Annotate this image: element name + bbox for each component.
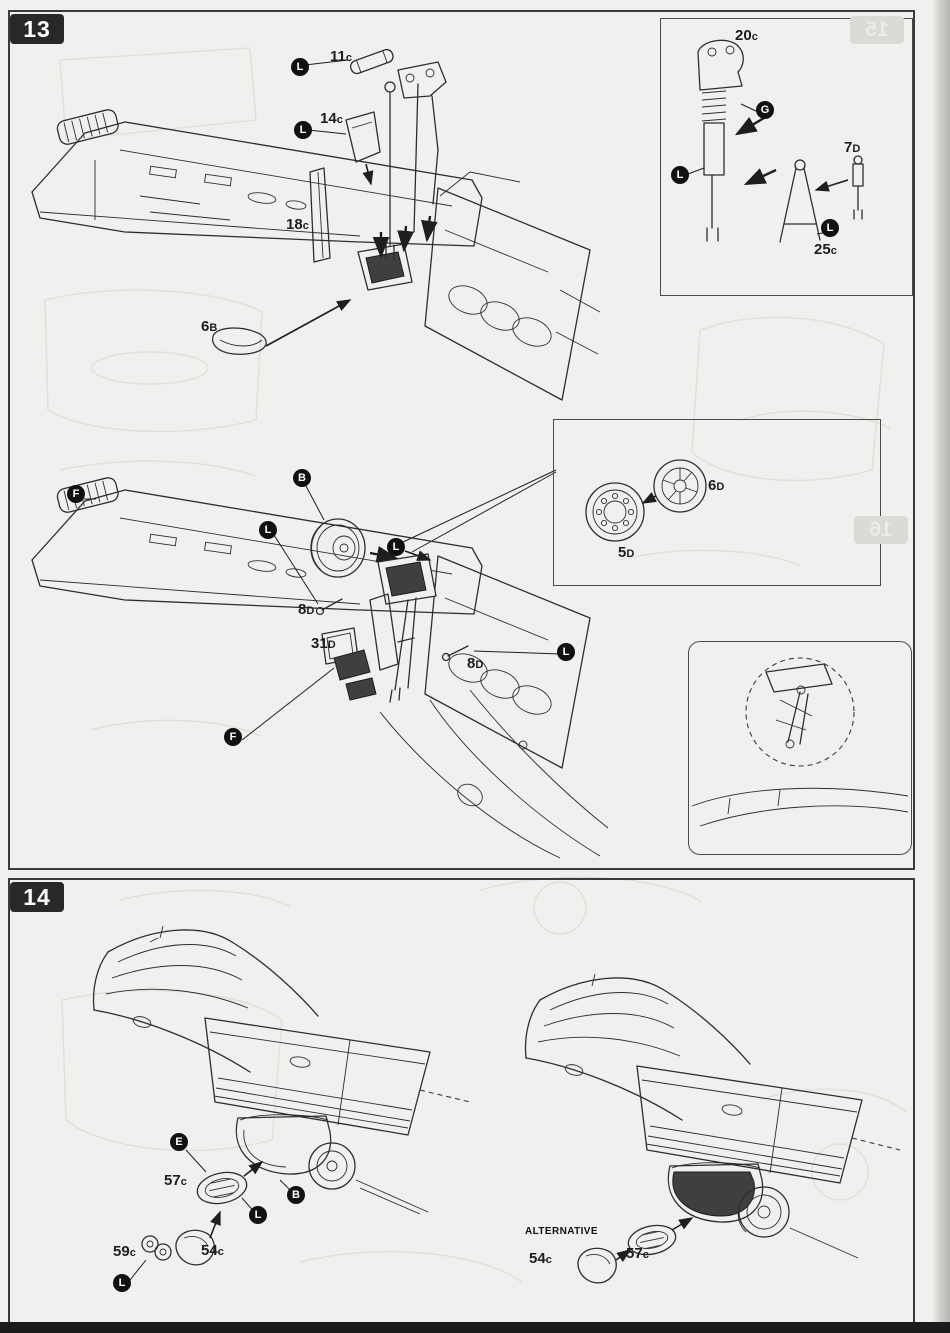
part-label-18c: 18c [286, 216, 309, 233]
part-label-5d: 5D [618, 544, 635, 561]
callout-L-icon: L [249, 1206, 267, 1224]
ghost-step-15-badge: 15 [850, 16, 904, 44]
wing-assembly-bottom-diagram [31, 477, 609, 859]
gear-folded-detail-diagram [691, 657, 909, 827]
callout-B-icon: B [293, 469, 311, 487]
callout-L-icon: L [259, 521, 277, 539]
wheels-detail-diagram [585, 459, 707, 542]
part-label-54c-right: 54c [529, 1250, 552, 1267]
callout-L-icon: L [294, 121, 312, 139]
gear-strut-inset-box [660, 18, 913, 296]
aircraft-right-diagram [524, 973, 901, 1284]
part-label-20c: 20c [735, 27, 758, 44]
callout-L-icon: L [387, 538, 405, 556]
part-label-59c: 59c [113, 1243, 136, 1260]
step-13-panel [8, 10, 915, 870]
page-edge-shadow [932, 0, 950, 1333]
small-parts-top [212, 48, 394, 355]
part-label-8d-a: 8D [298, 601, 315, 618]
part-label-57c-right: 57c [626, 1245, 649, 1262]
print-through-ghost-art [44, 47, 907, 1283]
callout-F-icon: F [224, 728, 242, 746]
callout-L-icon: L [557, 643, 575, 661]
callout-E-icon: E [170, 1133, 188, 1151]
part-label-6d: 6D [708, 477, 725, 494]
callout-L-icon: L [821, 219, 839, 237]
page-bottom-edge [0, 1322, 950, 1333]
part-label-25c: 25c [814, 241, 837, 258]
wing-assembly-top-diagram [31, 109, 601, 401]
callout-L-icon: L [113, 1274, 131, 1292]
step-14-panel [8, 878, 915, 1324]
callout-F-icon: F [67, 485, 85, 503]
wingtip-part [56, 109, 119, 145]
aircraft-left-diagram [92, 925, 471, 1281]
gear-folded-inset-box [688, 641, 912, 855]
step-14-badge: 14 [10, 882, 64, 912]
part-label-14c: 14c [320, 110, 343, 127]
part-label-6b: 6B [201, 318, 218, 335]
part-label-11c: 11c [330, 48, 352, 65]
wheels-inset-box [553, 419, 881, 586]
callout-B-icon: B [287, 1186, 305, 1204]
part-label-57c-left: 57c [164, 1172, 187, 1189]
part-label-7d: 7D [844, 139, 861, 156]
ghost-step-16-badge: 16 [854, 516, 908, 544]
callout-L-icon: L [291, 58, 309, 76]
part-label-31d: 31D [311, 635, 336, 652]
part-label-54c-left: 54c [201, 1242, 224, 1259]
part-label-8d-b: 8D [467, 655, 484, 672]
step-13-badge: 13 [10, 14, 64, 44]
alternative-label: ALTERNATIVE [525, 1226, 598, 1237]
callout-G-icon: G [756, 101, 774, 119]
landing-gear-legs-top [372, 61, 447, 260]
callout-L-icon: L [671, 166, 689, 184]
